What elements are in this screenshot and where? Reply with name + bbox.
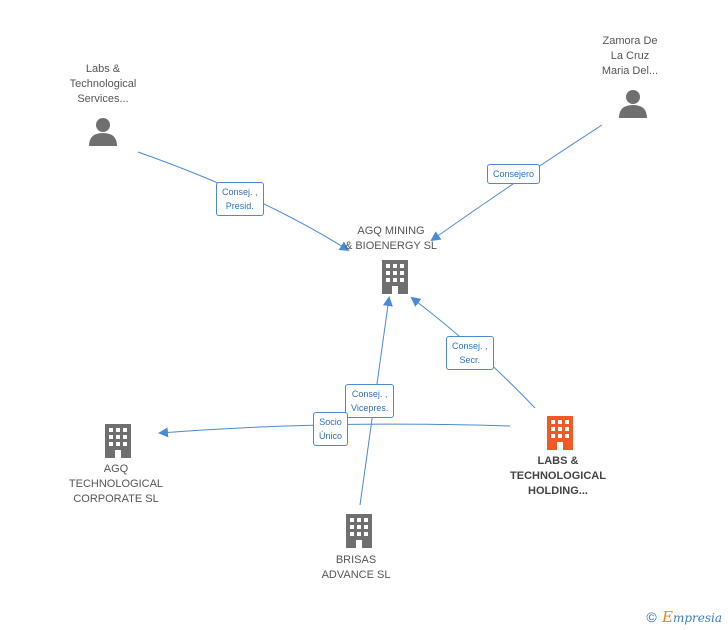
edge-label-socio-unico[interactable]: Socio Único [313,412,349,446]
edge-label-consejero[interactable]: Consejero [487,164,541,184]
node-label: LABS & TECHNOLOGICAL HOLDING... [510,455,606,497]
building-icon [547,416,573,450]
person-icon [89,118,117,146]
building-icon [105,424,131,458]
node-label: BRISAS ADVANCE SL [321,554,391,581]
edge-label-consej-presid[interactable]: Consej. , Presid. [216,182,264,216]
node-brisas-advance[interactable]: BRISAS ADVANCE SL [306,553,406,583]
copyright-icon: © [646,609,657,625]
building-icon [382,260,408,294]
node-label: AGQ MINING & BIOENERGY SL [344,225,438,252]
node-label: Labs & Technological Services... [69,63,137,105]
edge-label-consej-secr[interactable]: Consej. , Secr. [446,336,494,370]
node-agq-mining-bioenergy[interactable]: AGQ MINING & BIOENERGY SL [336,224,446,254]
node-labs-technological-holding[interactable]: LABS & TECHNOLOGICAL HOLDING... [498,454,618,499]
brand-name: mpresia [672,611,722,625]
building-icon [346,514,372,548]
node-agq-technological-corporate[interactable]: AGQ TECHNOLOGICAL CORPORATE SL [60,462,172,507]
node-label: AGQ TECHNOLOGICAL CORPORATE SL [68,463,164,505]
node-label: Zamora De La Cruz Maria Del... [601,35,659,77]
empresia-logo: © Empresia [646,608,722,628]
node-zamora-de-la-cruz[interactable]: Zamora De La Cruz Maria Del... [580,34,680,79]
node-labs-technological-services[interactable]: Labs & Technological Services... [48,62,158,107]
person-icon [619,90,647,118]
edge-label-consej-vicepres[interactable]: Consej. , Vicepres. [345,384,395,418]
brand-initial: E [661,608,673,626]
